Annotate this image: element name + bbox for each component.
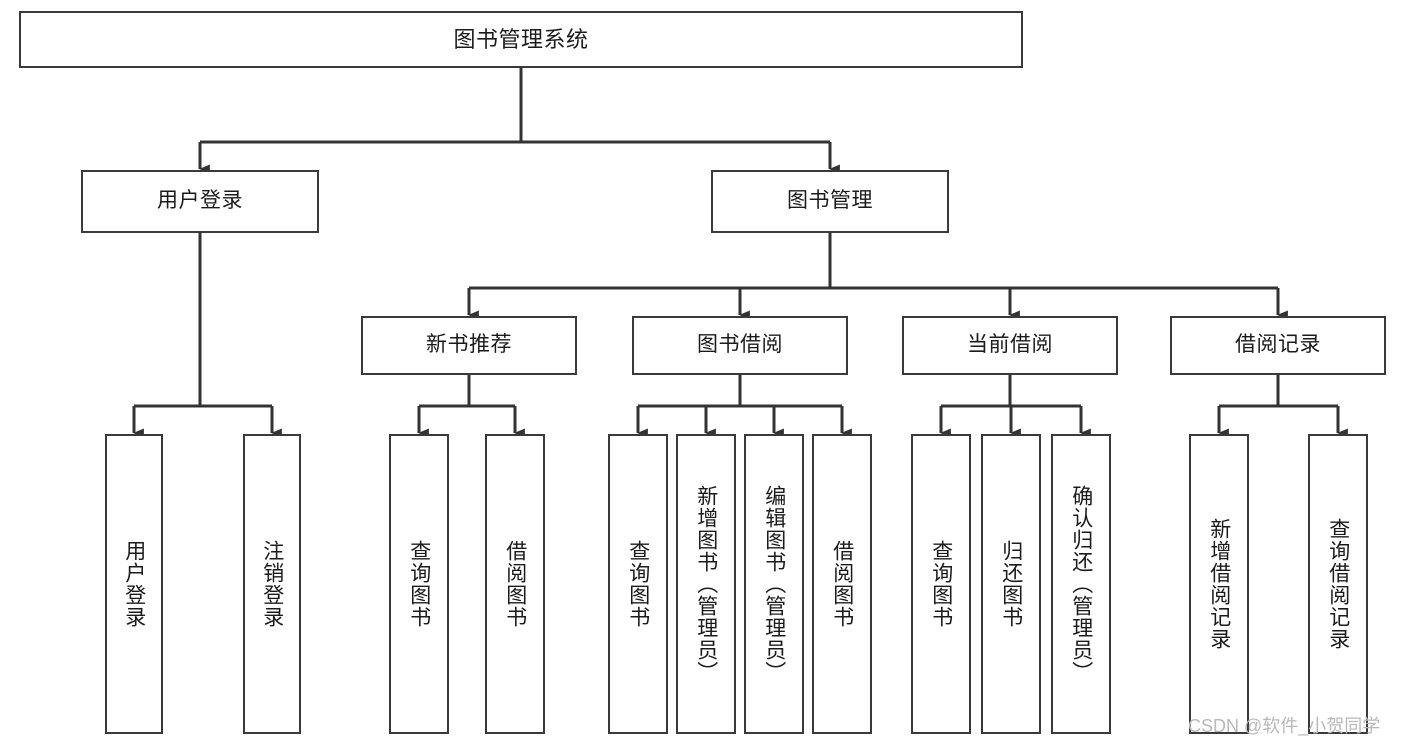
node-leaf-logout[interactable]: 注销登录	[243, 434, 301, 734]
node-leaf-borrow-1[interactable]: 借阅图书	[485, 434, 545, 734]
node-label: 借阅图书	[830, 540, 854, 628]
node-leaf-confirm[interactable]: 确认归还（管理员）	[1051, 434, 1111, 734]
node-label: 图书借阅	[697, 333, 783, 357]
node-label: 编辑图书（管理员）	[762, 485, 786, 683]
node-label: 新书推荐	[426, 333, 512, 357]
node-user-login[interactable]: 用户登录	[81, 170, 319, 233]
node-leaf-query-rec[interactable]: 查询借阅记录	[1308, 434, 1368, 734]
node-label: 用户登录	[157, 189, 243, 213]
node-label: 新增图书（管理员）	[694, 485, 718, 683]
node-label: 借阅记录	[1235, 333, 1321, 357]
node-root[interactable]: 图书管理系统	[19, 11, 1023, 68]
node-leaf-borrow-2[interactable]: 借阅图书	[812, 434, 872, 734]
node-label: 查询图书	[407, 540, 431, 628]
node-leaf-user-login[interactable]: 用户登录	[105, 434, 163, 734]
node-leaf-query-2[interactable]: 查询图书	[608, 434, 668, 734]
node-leaf-add-book[interactable]: 新增图书（管理员）	[676, 434, 736, 734]
watermark-text: CSDN @软件_小贺同学	[1188, 716, 1381, 736]
node-label: 当前借阅	[967, 333, 1053, 357]
node-borrow-record[interactable]: 借阅记录	[1170, 316, 1386, 375]
node-label: 用户登录	[122, 540, 146, 628]
node-new-book-rec[interactable]: 新书推荐	[361, 316, 577, 375]
node-label: 查询借阅记录	[1326, 518, 1350, 650]
node-label: 确认归还（管理员）	[1069, 485, 1093, 683]
node-label: 图书管理	[787, 189, 873, 213]
node-book-manage[interactable]: 图书管理	[711, 170, 949, 233]
node-current-borrow[interactable]: 当前借阅	[902, 316, 1118, 375]
node-book-borrow[interactable]: 图书借阅	[632, 316, 848, 375]
node-label: 查询图书	[626, 540, 650, 628]
node-leaf-add-rec[interactable]: 新增借阅记录	[1189, 434, 1249, 734]
node-leaf-query-1[interactable]: 查询图书	[389, 434, 449, 734]
node-leaf-return[interactable]: 归还图书	[981, 434, 1041, 734]
node-label: 查询图书	[929, 540, 953, 628]
node-leaf-query-3[interactable]: 查询图书	[911, 434, 971, 734]
node-label: 图书管理系统	[453, 26, 589, 52]
node-label: 借阅图书	[503, 540, 527, 628]
node-label: 归还图书	[999, 540, 1023, 628]
node-label: 新增借阅记录	[1207, 518, 1231, 650]
node-label: 注销登录	[260, 540, 284, 628]
node-leaf-edit-book[interactable]: 编辑图书（管理员）	[744, 434, 804, 734]
